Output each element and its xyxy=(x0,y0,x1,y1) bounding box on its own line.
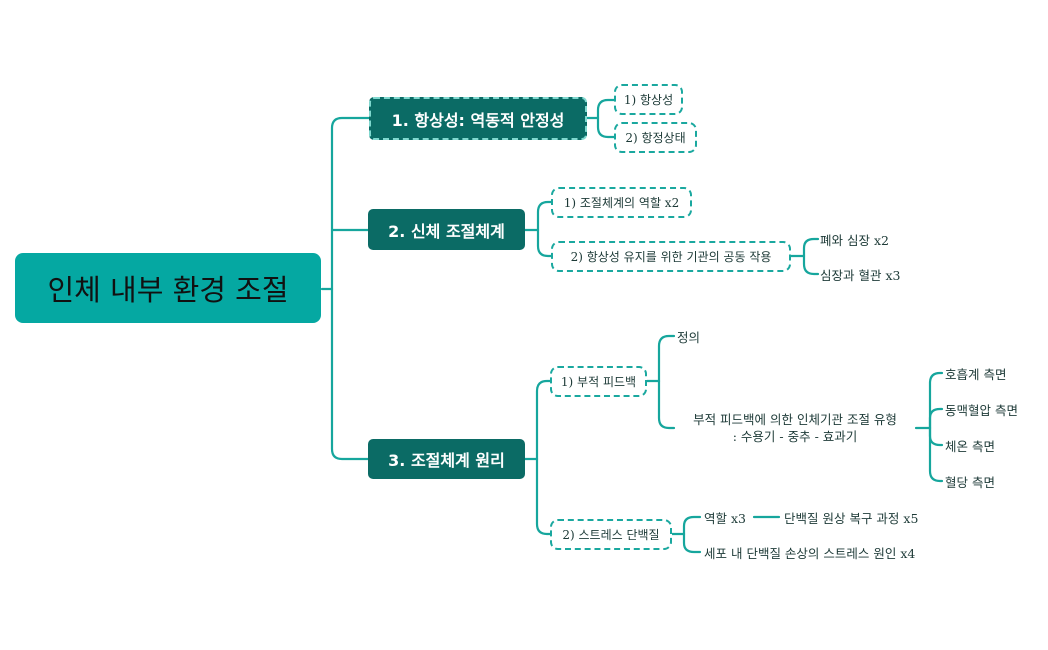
subtopic-homeostasis[interactable]: 1) 항상성 xyxy=(614,84,683,115)
connector-type-l2 xyxy=(928,407,944,430)
connector-stress-l1 xyxy=(682,515,702,536)
connector-b1-c1 xyxy=(596,98,616,120)
leaf-definition[interactable]: 정의 xyxy=(677,329,701,345)
leaf-lung-heart[interactable]: 폐와 심장 x2 xyxy=(820,232,889,248)
connector-type-l3 xyxy=(928,426,944,447)
leaf-feedback-control-types-line2: : 수용기 - 중추 - 효과기 xyxy=(732,429,858,444)
leaf-respiratory[interactable]: 호흡계 측면 xyxy=(945,366,1007,382)
connector-feedback-l2 xyxy=(657,379,676,430)
leaf-blood-sugar[interactable]: 혈당 측면 xyxy=(945,474,995,490)
connector-b2c2-l2 xyxy=(802,254,820,276)
leaf-feedback-control-types[interactable]: 부적 피드백에 의한 인체기관 조절 유형 : 수용기 - 중추 - 효과기 xyxy=(674,410,916,446)
connector-b3-c1 xyxy=(535,379,552,461)
connector-feedback-l1 xyxy=(657,334,676,383)
branch-control-principle[interactable]: 3. 조절체계 원리 xyxy=(368,439,525,479)
leaf-stress-causes[interactable]: 세포 내 단백질 손상의 스트레스 원인 x4 xyxy=(704,545,916,561)
connector-stress-l2 xyxy=(682,532,702,554)
leaf-heart-vessels[interactable]: 심장과 혈관 x3 xyxy=(820,267,901,283)
subtopic-organ-cooperation[interactable]: 2) 항상성 유지를 위한 기관의 공동 작용 xyxy=(551,241,791,272)
branch-homeostasis[interactable]: 1. 항상성: 역동적 안정성 xyxy=(369,97,587,140)
subtopic-negative-feedback[interactable]: 1) 부적 피드백 xyxy=(550,366,647,397)
subtopic-control-role[interactable]: 1) 조절체계의 역할 x2 xyxy=(551,187,692,218)
connector-root-b1 xyxy=(330,116,372,291)
leaf-feedback-control-types-line1: 부적 피드백에 의한 인체기관 조절 유형 xyxy=(693,412,897,427)
connector-root-b3 xyxy=(330,287,370,461)
connector-type-l1 xyxy=(928,371,944,430)
leaf-role[interactable]: 역할 x3 xyxy=(704,510,746,526)
root-topic[interactable]: 인체 내부 환경 조절 xyxy=(15,253,321,323)
connector-b2c2-l1 xyxy=(802,237,820,258)
connector-b2-c1 xyxy=(536,200,553,232)
connector-b3-c2 xyxy=(535,457,552,536)
leaf-body-temperature[interactable]: 체온 측면 xyxy=(945,438,995,454)
branch-body-control-system[interactable]: 2. 신체 조절체계 xyxy=(368,209,525,250)
leaf-arterial-pressure[interactable]: 동맥혈압 측면 xyxy=(945,402,1018,418)
connector-type-l4 xyxy=(928,426,944,483)
subtopic-stress-protein[interactable]: 2) 스트레스 단백질 xyxy=(550,519,672,550)
connector-b1-c2 xyxy=(596,116,616,139)
connector-b2-c2 xyxy=(536,228,553,258)
leaf-protein-restoration[interactable]: 단백질 원상 복구 과정 x5 xyxy=(784,510,919,526)
subtopic-steady-state[interactable]: 2) 항정상태 xyxy=(614,122,697,153)
